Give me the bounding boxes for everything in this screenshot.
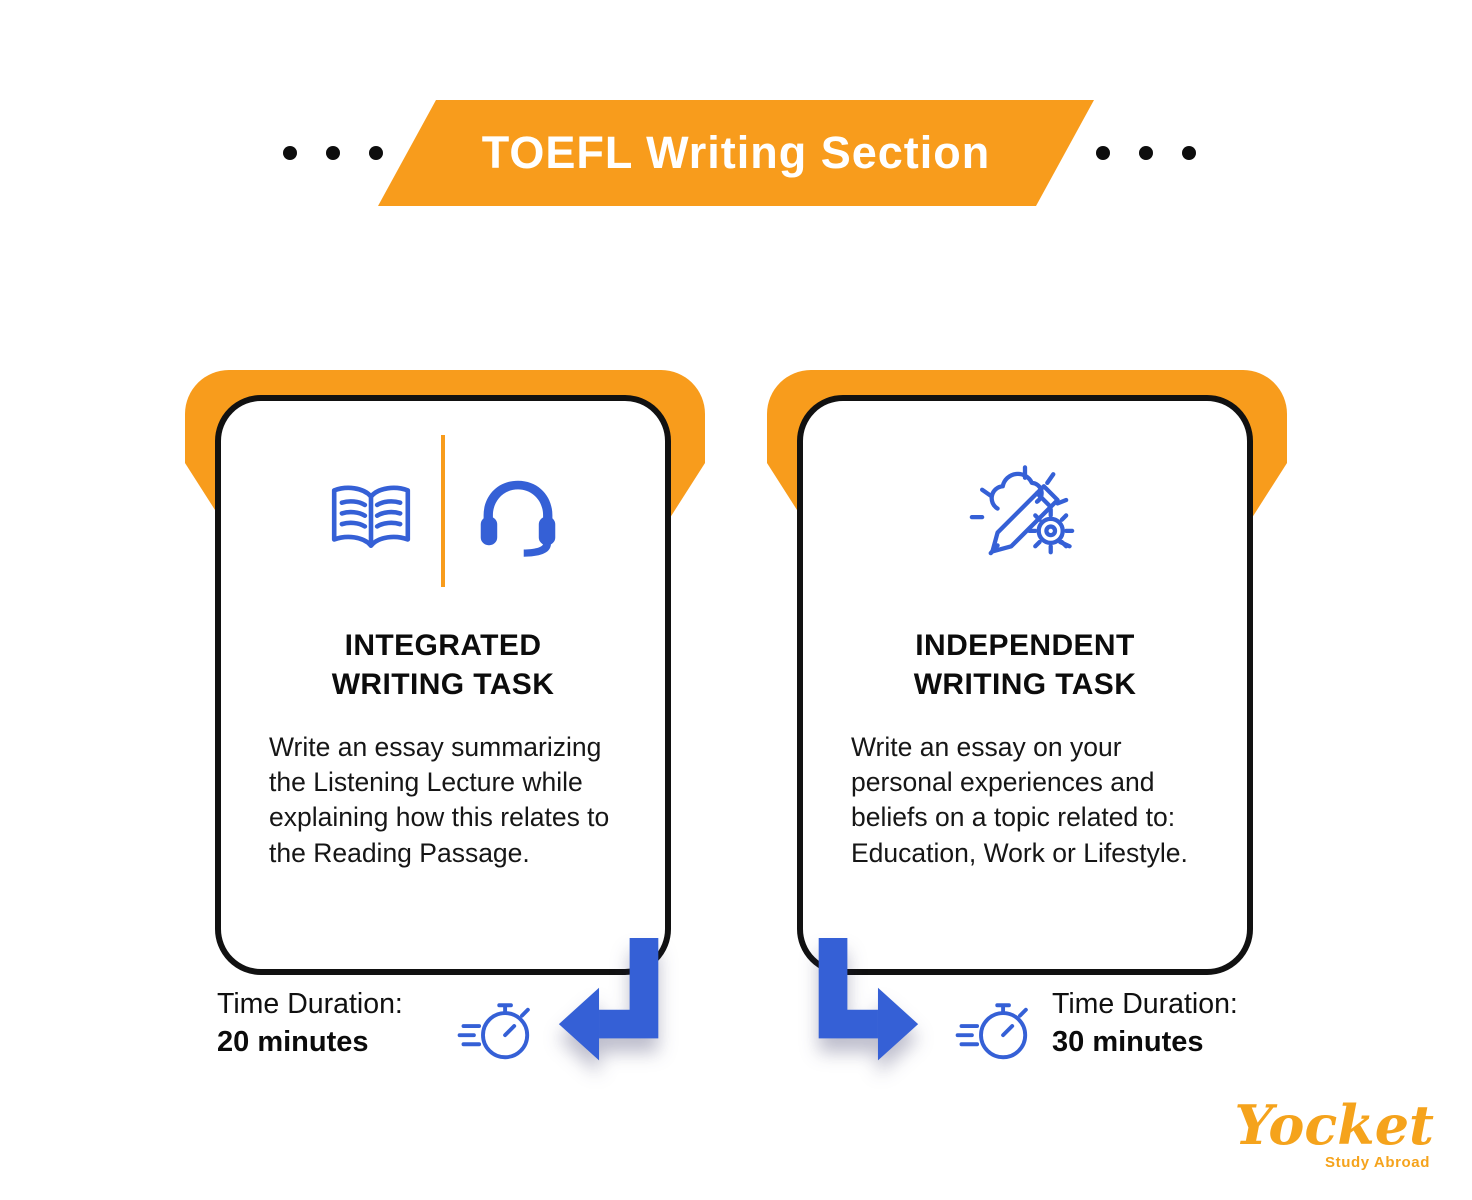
headphones-icon (475, 474, 561, 567)
dot (1139, 146, 1153, 160)
card-icons (803, 443, 1247, 598)
card-title-line1: INDEPENDENT (915, 629, 1135, 662)
card-description: Write an essay summariz­ing the Listenin… (269, 732, 610, 868)
page-title: TOEFL Writing Section (481, 127, 991, 178)
dot (1182, 146, 1196, 160)
time-duration-label: Time Duration: (217, 988, 403, 1020)
open-book-icon (325, 478, 417, 563)
title-banner: TOEFL Writing Section (378, 100, 1094, 206)
card-body: INTEGRATED WRITING TASK Write an essay s… (215, 395, 671, 975)
decorative-dots-right (1096, 146, 1196, 160)
card-body: INDEPENDENT WRITING TASK Write an essay … (797, 395, 1253, 975)
creative-writing-icon (965, 460, 1085, 581)
dot (283, 146, 297, 160)
header: TOEFL Writing Section (0, 100, 1472, 206)
card-title-line1: INTEGRATED (344, 629, 542, 662)
stopwatch-icon (457, 992, 535, 1069)
icon-divider (441, 435, 445, 587)
arrow-right-icon (809, 938, 924, 1096)
time-duration-label: Time Duration: (1052, 988, 1238, 1020)
card-description: Write an essay on your personal experien… (851, 732, 1188, 868)
integrated-writing-card: INTEGRATED WRITING TASK Write an essay s… (185, 370, 705, 1090)
brand-name: Yocket (1234, 1093, 1434, 1157)
dot (1096, 146, 1110, 160)
brand-subtitle: Study Abroad (1325, 1154, 1430, 1171)
time-duration: Time Duration: 30 minutes (1052, 988, 1238, 1059)
independent-writing-card: INDEPENDENT WRITING TASK Write an essay … (767, 370, 1287, 1090)
stopwatch-icon (955, 992, 1033, 1069)
card-title: INDEPENDENT WRITING TASK (803, 626, 1247, 704)
time-duration-value: 20 minutes (217, 1026, 369, 1058)
card-icons (221, 435, 665, 598)
dot (369, 146, 383, 160)
arrow-left-icon (553, 938, 668, 1096)
card-title-line2: WRITING TASK (331, 668, 555, 701)
time-duration: Time Duration: 20 minutes (217, 988, 403, 1059)
card-title: INTEGRATED WRITING TASK (221, 626, 665, 704)
dot (326, 146, 340, 160)
brand-logo: Yocket Study Abroad (1235, 1098, 1434, 1171)
card-title-line2: WRITING TASK (913, 668, 1137, 701)
time-duration-value: 30 minutes (1052, 1026, 1204, 1058)
decorative-dots-left (283, 146, 383, 160)
